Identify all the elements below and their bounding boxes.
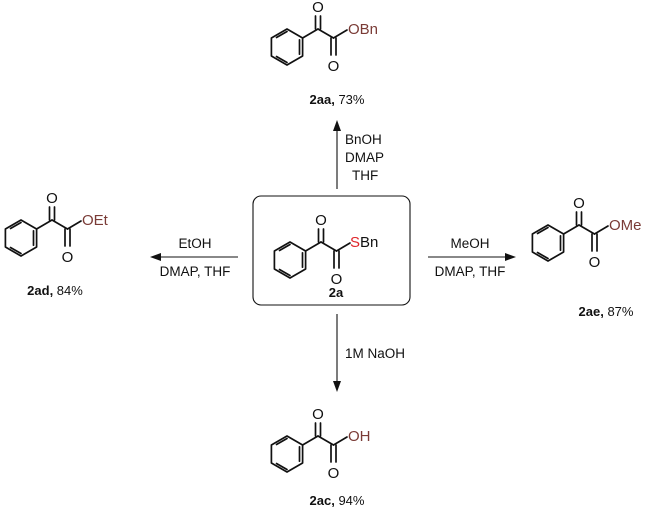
atom-o-ester: O bbox=[62, 249, 74, 266]
label-separator: , bbox=[50, 283, 57, 298]
atom-o-ester: O bbox=[589, 254, 601, 271]
conditions-2ad-base-solvent: DMAP, THF bbox=[160, 264, 231, 279]
atom-o-keto: O bbox=[312, 0, 324, 16]
compound-id: 2aa bbox=[310, 92, 332, 107]
atom-o-keto: O bbox=[315, 212, 327, 229]
reactant-box bbox=[252, 195, 411, 306]
conditions-2ad-reagent: EtOH bbox=[178, 236, 211, 251]
conditions-2aa-reagent: BnOH bbox=[345, 132, 382, 147]
label-separator: , bbox=[331, 493, 338, 508]
ester-group: OMe bbox=[609, 217, 642, 234]
yield: 73% bbox=[338, 92, 364, 107]
atom-o-ester: O bbox=[328, 58, 340, 75]
compound-id: 2ad bbox=[27, 283, 49, 298]
compound-id: 2ac bbox=[310, 493, 332, 508]
label-separator: , bbox=[331, 92, 338, 107]
compound-label-2ac: 2ac, 94% bbox=[310, 493, 365, 508]
atom-o-ester: O bbox=[331, 271, 343, 288]
conditions-2aa-solvent: THF bbox=[352, 168, 378, 183]
arrowhead-left bbox=[150, 253, 161, 261]
thioester-group: SBn bbox=[350, 234, 378, 251]
ester-group: OBn bbox=[348, 21, 378, 38]
compound-label-2a: 2a bbox=[329, 285, 344, 300]
molecule-2ac: O O OH bbox=[270, 406, 371, 482]
compound-id: 2ae bbox=[579, 304, 601, 319]
conditions-2ae-base-solvent: DMAP, THF bbox=[435, 264, 506, 279]
atom-o-keto: O bbox=[312, 406, 324, 423]
molecule-2ad: O O OEt bbox=[4, 190, 109, 266]
molecule-2ae: O O OMe bbox=[531, 195, 642, 271]
label-separator: , bbox=[600, 304, 607, 319]
compound-label-2ad: 2ad, 84% bbox=[27, 283, 83, 298]
benzyl-group: Bn bbox=[360, 234, 378, 251]
conditions-2ac-reagent: 1M NaOH bbox=[345, 346, 405, 361]
molecule-2aa: O O OBn bbox=[270, 0, 378, 75]
atom-sulfur: S bbox=[350, 234, 360, 251]
molecule-2a: O O SBn bbox=[273, 212, 378, 288]
conditions-2aa-base: DMAP bbox=[345, 150, 384, 165]
yield: 87% bbox=[607, 304, 633, 319]
arrowhead-down bbox=[333, 381, 341, 392]
arrowhead-up bbox=[333, 120, 341, 131]
arrowhead-right bbox=[505, 253, 516, 261]
conditions-2ae-reagent: MeOH bbox=[450, 236, 489, 251]
atom-o-ester: O bbox=[328, 465, 340, 482]
yield: 94% bbox=[338, 493, 364, 508]
compound-label-2ae: 2ae, 87% bbox=[579, 304, 634, 319]
atom-o-keto: O bbox=[46, 190, 58, 207]
atom-o-keto: O bbox=[573, 195, 585, 212]
compound-label-2aa: 2aa, 73% bbox=[310, 92, 365, 107]
yield: 84% bbox=[57, 283, 83, 298]
acid-group: OH bbox=[348, 428, 371, 445]
ester-group: OEt bbox=[82, 212, 109, 229]
